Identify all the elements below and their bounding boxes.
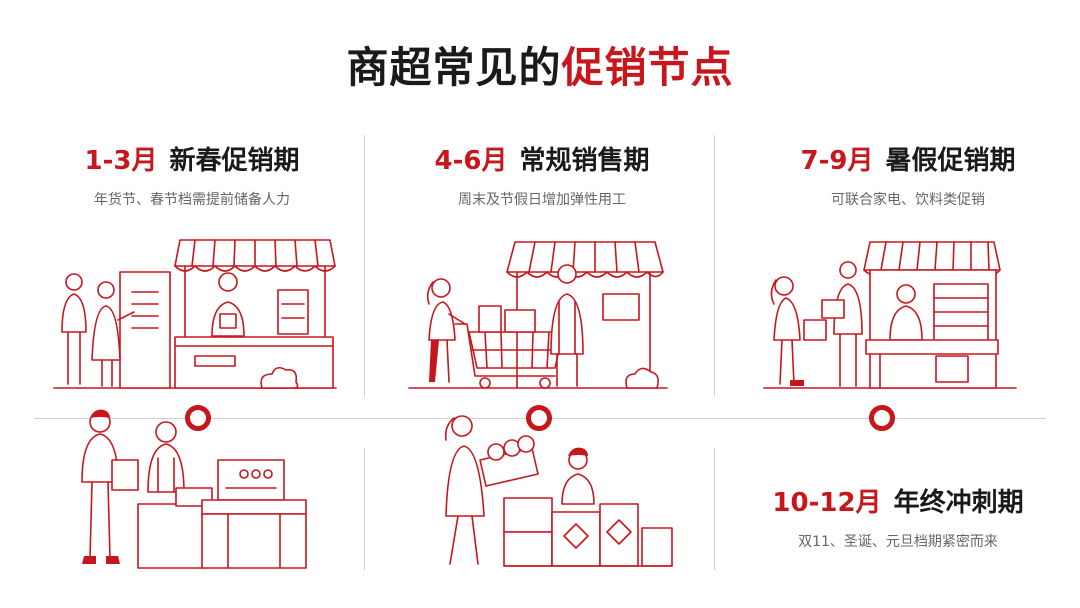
page-title-accent: 促销节点 (561, 43, 734, 92)
period-1-desc: 年货节、春节档需提前储备人力 (94, 192, 290, 208)
page-title: 商超常见的促销节点 (0, 34, 1080, 95)
timeline-node-2 (526, 405, 552, 431)
period-4-month: 10-12月 (772, 488, 882, 518)
period-2: 4-6月常规销售期 周末及节假日增加弹性用工 (392, 140, 692, 209)
period-3-desc: 可联合家电、饮料类促销 (831, 192, 985, 208)
period-2-heading: 4-6月常规销售期 (392, 140, 692, 177)
period-3: 7-9月暑假促销期 可联合家电、饮料类促销 (758, 140, 1058, 209)
divider-bottom-right (714, 448, 715, 570)
shopping-cart-illustration (408, 241, 668, 389)
period-2-name: 常规销售期 (519, 146, 650, 176)
period-4: 10-12月年终冲刺期 双11、圣诞、元旦档期紧密而来 (748, 482, 1048, 551)
divider-top-left (364, 135, 365, 397)
period-4-name: 年终冲刺期 (893, 488, 1024, 518)
period-3-name: 暑假促销期 (885, 146, 1016, 176)
timeline-node-1 (185, 405, 211, 431)
period-2-desc: 周末及节假日增加弹性用工 (458, 192, 626, 208)
period-1-month: 1-3月 (84, 146, 158, 176)
period-2-month: 4-6月 (434, 146, 508, 176)
period-1: 1-3月新春促销期 年货节、春节档需提前储备人力 (42, 140, 342, 209)
period-1-heading: 1-3月新春促销期 (42, 140, 342, 177)
period-1-name: 新春促销期 (169, 146, 300, 176)
timeline-node-3 (869, 405, 895, 431)
shop-stall-illustration-1 (53, 239, 337, 389)
cash-register-illustration (81, 409, 307, 569)
grocery-basket-illustration (444, 415, 673, 567)
divider-top-right (714, 135, 715, 397)
period-3-month: 7-9月 (800, 146, 874, 176)
period-4-heading: 10-12月年终冲刺期 (748, 482, 1048, 519)
checkout-counter-illustration (763, 241, 1017, 389)
period-4-desc: 双11、圣诞、元旦档期紧密而来 (798, 534, 998, 550)
page-title-main: 商超常见的 (346, 43, 562, 92)
period-3-heading: 7-9月暑假促销期 (758, 140, 1058, 177)
divider-bottom-left (364, 448, 365, 570)
